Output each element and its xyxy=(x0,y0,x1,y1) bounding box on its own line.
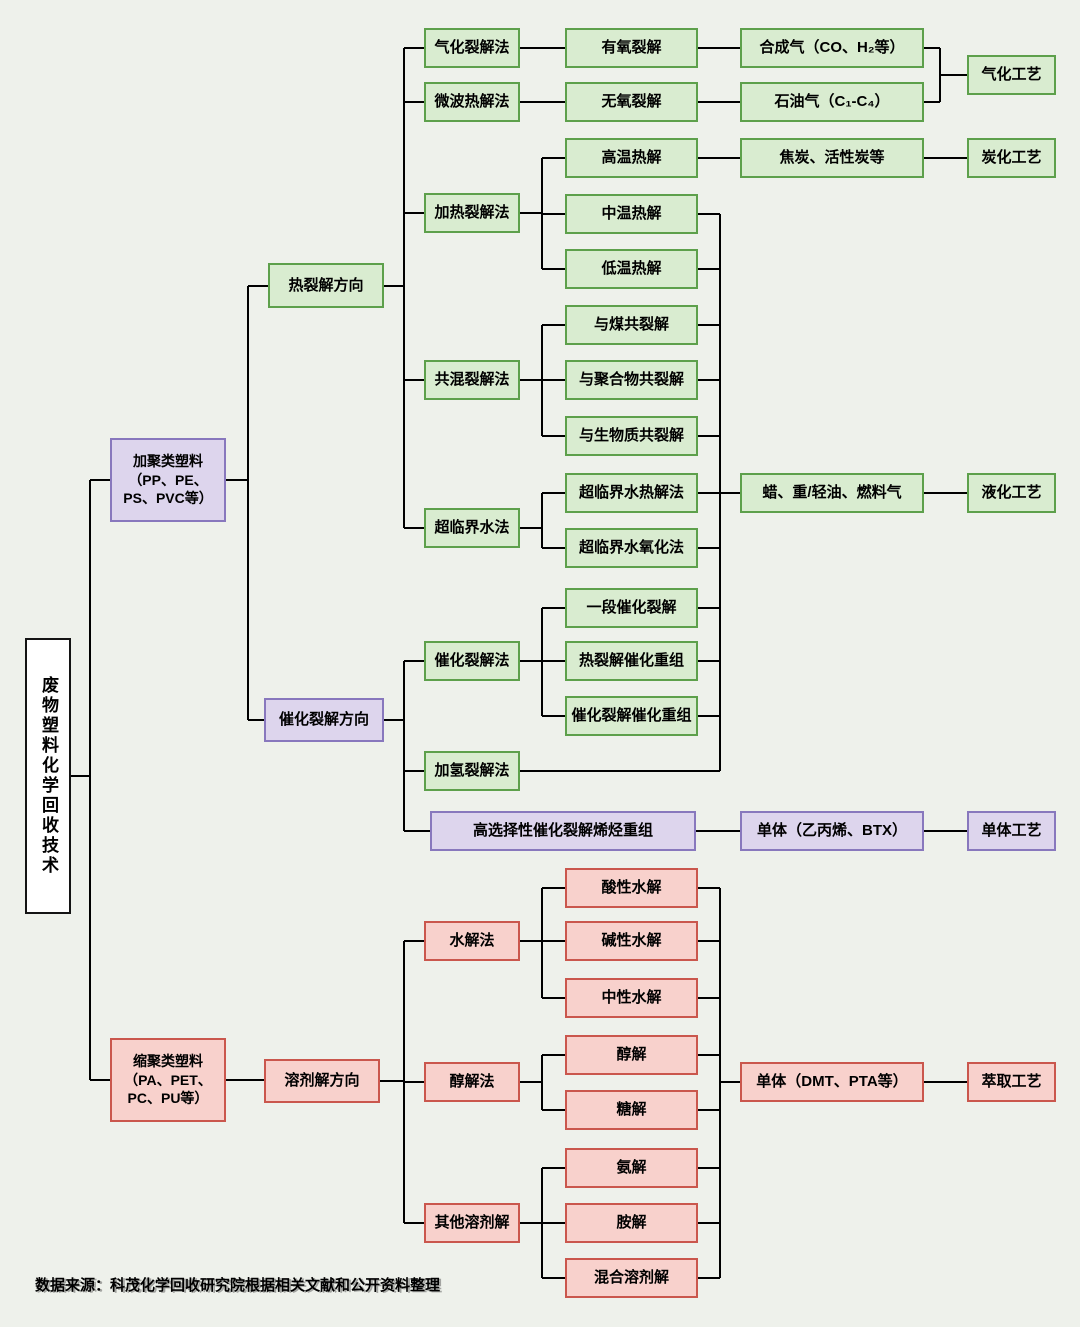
node-mixed-solvolysis: 混合溶剂解 xyxy=(565,1258,698,1298)
node-addition-plastics: 加聚类塑料 （PP、PE、 PS、PVC等） xyxy=(110,438,226,522)
node-anaerobic-cracking: 无氧裂解 xyxy=(565,82,698,122)
node-ammonolysis: 氨解 xyxy=(565,1148,698,1188)
node-alcoholysis: 醇解 xyxy=(565,1035,698,1075)
node-coke-activated-carbon: 焦炭、活性炭等 xyxy=(740,138,924,178)
node-supercritical-water-method: 超临界水法 xyxy=(424,508,520,548)
node-one-stage-catalytic-cracking: 一段催化裂解 xyxy=(565,588,698,628)
node-co-coal-cracking: 与煤共裂解 xyxy=(565,305,698,345)
node-liquefaction-process: 液化工艺 xyxy=(967,473,1056,513)
node-syngas: 合成气（CO、H₂等） xyxy=(740,28,924,68)
node-scw-pyrolysis: 超临界水热解法 xyxy=(565,473,698,513)
node-acidic-hydrolysis: 酸性水解 xyxy=(565,868,698,908)
node-catalytic-cracking-direction: 催化裂解方向 xyxy=(264,698,384,742)
node-catalytic-cracking-catalytic-reforming: 催化裂解催化重组 xyxy=(565,696,698,736)
node-condensation-plastics: 缩聚类塑料 （PA、PET、 PC、PU等） xyxy=(110,1038,226,1122)
node-scw-oxidation: 超临界水氧化法 xyxy=(565,528,698,568)
node-aminolysis: 胺解 xyxy=(565,1203,698,1243)
node-carbonization-process: 炭化工艺 xyxy=(967,138,1056,178)
node-glycolysis: 糖解 xyxy=(565,1090,698,1130)
node-heating-cracking-method: 加热裂解法 xyxy=(424,193,520,233)
node-neutral-hydrolysis: 中性水解 xyxy=(565,978,698,1018)
node-pyrolysis-catalytic-reforming: 热裂解催化重组 xyxy=(565,641,698,681)
node-monomer-dmt-pta: 单体（DMT、PTA等） xyxy=(740,1062,924,1102)
node-hydrolysis-method: 水解法 xyxy=(424,921,520,961)
node-extraction-process: 萃取工艺 xyxy=(967,1062,1056,1102)
node-microwave-pyrolysis-method: 微波热解法 xyxy=(424,82,520,122)
node-monomer-olefin-btx: 单体（乙丙烯、BTX） xyxy=(740,811,924,851)
node-wax-oil-fuel-gas: 蜡、重/轻油、燃料气 xyxy=(740,473,924,513)
node-low-temp-pyrolysis: 低温热解 xyxy=(565,249,698,289)
data-source-note: 数据来源：科茂化学回收研究院根据相关文献和公开资料整理 xyxy=(35,1277,441,1294)
node-co-mixing-cracking-method: 共混裂解法 xyxy=(424,360,520,400)
node-aerobic-cracking: 有氧裂解 xyxy=(565,28,698,68)
node-co-polymer-cracking: 与聚合物共裂解 xyxy=(565,360,698,400)
node-alcoholysis-method: 醇解法 xyxy=(424,1062,520,1102)
node-hydrocracking-method: 加氢裂解法 xyxy=(424,751,520,791)
node-co-biomass-cracking: 与生物质共裂解 xyxy=(565,416,698,456)
node-selective-catalytic-olefin-reforming: 高选择性催化裂解烯烃重组 xyxy=(430,811,696,851)
node-alkaline-hydrolysis: 碱性水解 xyxy=(565,921,698,961)
node-solvolysis-direction: 溶剂解方向 xyxy=(264,1059,380,1103)
node-catalytic-cracking-method: 催化裂解法 xyxy=(424,641,520,681)
node-root-waste-plastic-chemical-recycling: 废物塑料化学回收技术 xyxy=(25,638,71,914)
node-high-temp-pyrolysis: 高温热解 xyxy=(565,138,698,178)
node-mid-temp-pyrolysis: 中温热解 xyxy=(565,194,698,234)
node-gasification-process: 气化工艺 xyxy=(967,55,1056,95)
node-other-solvolysis-method: 其他溶剂解 xyxy=(424,1203,520,1243)
node-thermal-cracking-direction: 热裂解方向 xyxy=(268,263,384,308)
node-petroleum-gas: 石油气（C₁-C₄） xyxy=(740,82,924,122)
node-monomer-process: 单体工艺 xyxy=(967,811,1056,851)
node-gasification-cracking-method: 气化裂解法 xyxy=(424,28,520,68)
